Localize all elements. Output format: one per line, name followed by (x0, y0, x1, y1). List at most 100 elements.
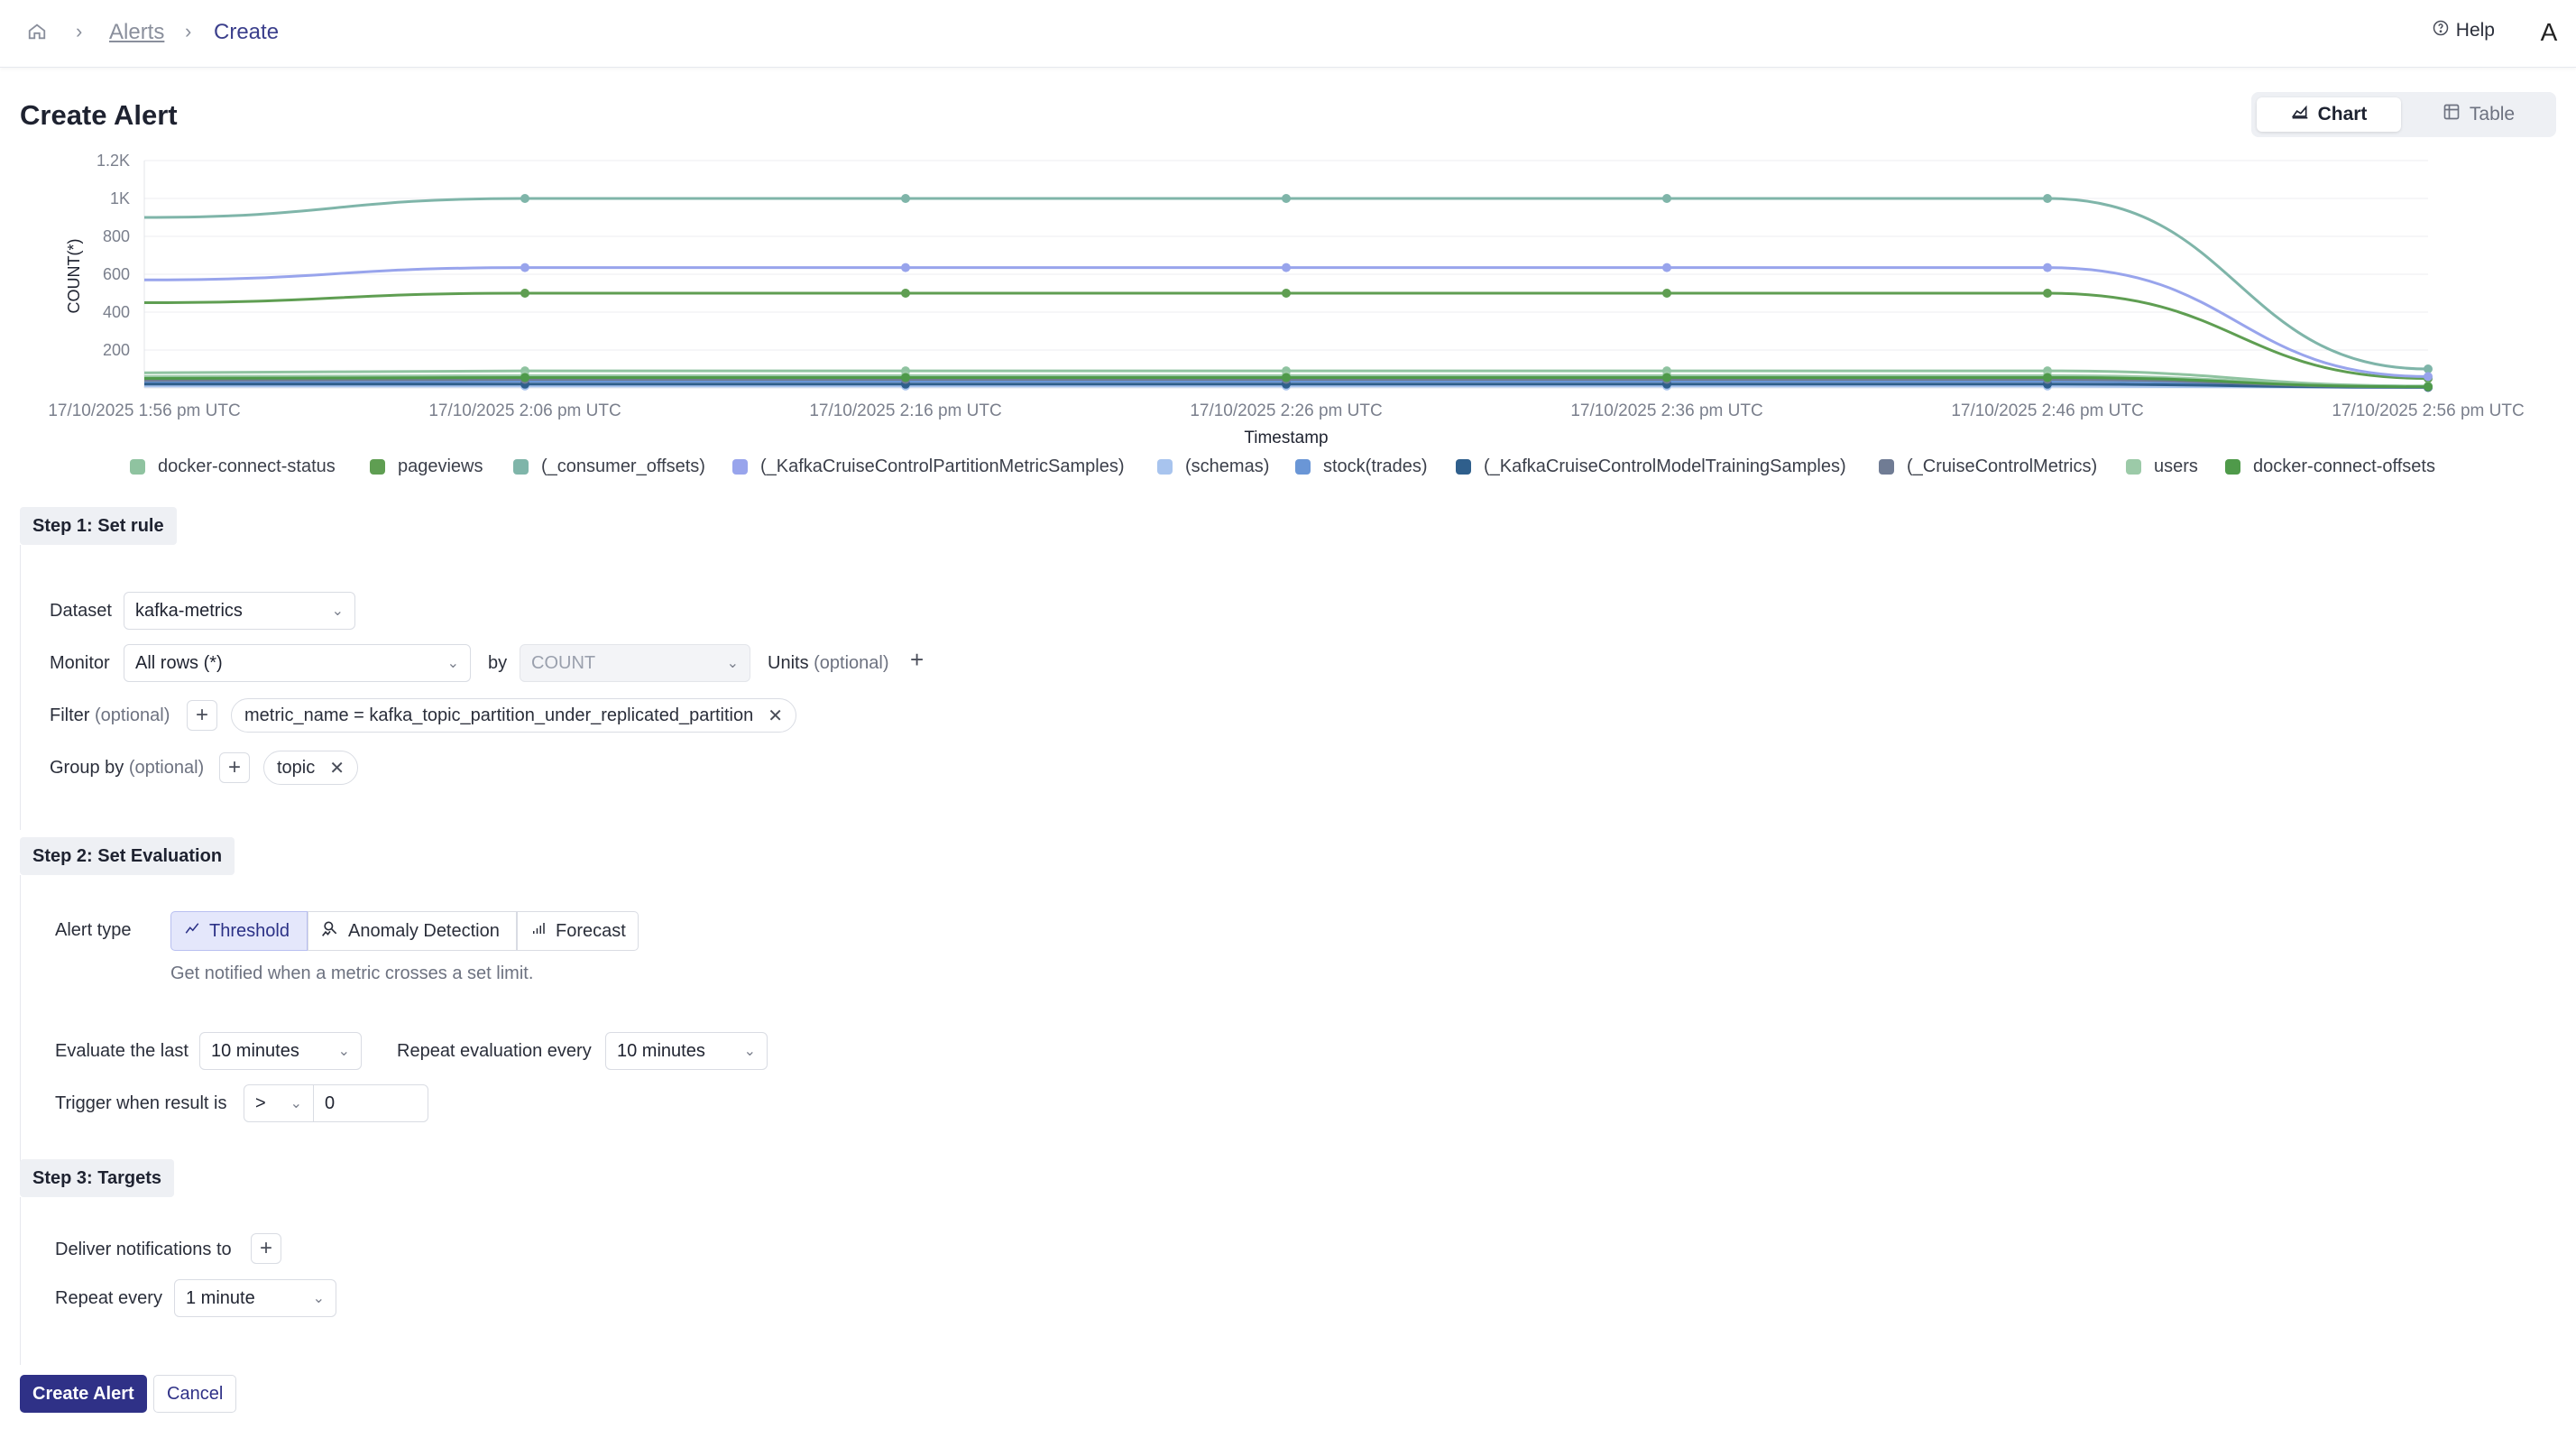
legend-item[interactable]: docker-connect-offsets (2225, 456, 2435, 477)
cancel-button[interactable]: Cancel (153, 1375, 237, 1413)
legend-item[interactable]: docker-connect-status (130, 456, 336, 477)
legend-swatch (732, 459, 748, 475)
data-point (901, 373, 910, 383)
add-filter-button[interactable]: + (187, 700, 217, 731)
legend-item[interactable]: (_KafkaCruiseControlPartitionMetricSampl… (732, 456, 1124, 477)
legend-label: users (2154, 456, 2198, 476)
groupby-chip-text: topic (277, 757, 316, 778)
page-title: Create Alert (20, 99, 178, 131)
table-view-button[interactable]: Table (2406, 97, 2551, 132)
legend-swatch (370, 459, 385, 475)
table-view-label: Table (2469, 104, 2516, 124)
trigger-label: Trigger when result is (55, 1093, 227, 1113)
step1-label: Step 1: Set rule (20, 507, 177, 545)
data-point (2043, 373, 2052, 383)
filter-label-text: Filter (50, 705, 90, 725)
legend-item[interactable]: (_KafkaCruiseControlModelTrainingSamples… (1456, 456, 1846, 477)
help-button[interactable]: Help (2433, 20, 2495, 41)
x-tick-label: 17/10/2025 2:56 pm UTC (2332, 401, 2524, 420)
trend-line-icon (184, 920, 200, 942)
repeat-every-select[interactable]: 1 minute ⌄ (174, 1279, 336, 1317)
series-line (143, 291, 2429, 380)
chart-view-label: Chart (2317, 104, 2368, 124)
legend-item[interactable]: (_consumer_offsets) (513, 456, 705, 477)
units-label-text: Units (768, 653, 809, 673)
data-point (1282, 373, 1291, 383)
data-point (1662, 194, 1671, 203)
x-tick-label: 17/10/2025 1:56 pm UTC (48, 401, 240, 420)
legend-label: docker-connect-status (158, 456, 336, 476)
legend-label: stock(trades) (1323, 456, 1428, 476)
threshold-input[interactable]: 0 (313, 1084, 428, 1122)
chevron-right-icon: › (76, 20, 83, 42)
data-point (2424, 382, 2433, 392)
question-circle-icon (2433, 20, 2449, 41)
chevron-down-icon: ⌄ (331, 604, 344, 619)
filter-optional: (optional) (95, 705, 170, 725)
add-groupby-button[interactable]: + (219, 752, 250, 783)
legend-label: (schemas) (1185, 456, 1270, 476)
breadcrumb-current: Create (214, 20, 280, 44)
legend-swatch (2126, 459, 2141, 475)
close-icon[interactable]: ✕ (329, 758, 345, 779)
dataset-select[interactable]: kafka-metrics ⌄ (124, 592, 355, 630)
repeat-evaluation-select[interactable]: 10 minutes ⌄ (605, 1032, 768, 1070)
close-icon[interactable]: ✕ (768, 705, 783, 726)
alert-type-hint: Get notified when a metric crosses a set… (170, 963, 534, 983)
top-bar: › Alerts › Create Help A (0, 0, 2576, 68)
avatar[interactable]: A (2540, 18, 2558, 46)
step2-rail (20, 875, 21, 1164)
monitor-value: All rows (*) (135, 652, 223, 673)
home-icon[interactable] (27, 22, 47, 46)
legend-label: (_CruiseControlMetrics) (1907, 456, 2098, 476)
add-target-button[interactable]: + (251, 1233, 281, 1264)
evaluate-value: 10 minutes (211, 1040, 299, 1061)
threshold-type-button[interactable]: Threshold (170, 911, 308, 951)
breadcrumb-alerts-link[interactable]: Alerts (109, 20, 165, 44)
repeat-evaluation-label: Repeat evaluation every (397, 1041, 592, 1061)
legend-swatch (513, 459, 529, 475)
data-point (901, 194, 910, 203)
forecast-type-button[interactable]: Forecast (517, 911, 639, 951)
help-label: Help (2455, 20, 2495, 41)
x-axis-ticks: 17/10/2025 1:56 pm UTC 17/10/2025 2:06 pm… (48, 401, 2524, 420)
view-toggle: Chart Table (2251, 92, 2556, 137)
data-point (2043, 194, 2052, 203)
y-tick-label: 400 (103, 303, 130, 321)
data-point (901, 263, 910, 272)
y-tick-label: 1K (110, 189, 130, 207)
chevron-down-icon: ⌄ (446, 656, 459, 671)
aggregate-select[interactable]: COUNT ⌄ (520, 644, 750, 682)
legend-label: (_KafkaCruiseControlModelTrainingSamples… (1484, 456, 1846, 476)
legend-item[interactable]: pageviews (370, 456, 483, 477)
monitor-select[interactable]: All rows (*) ⌄ (124, 644, 471, 682)
anomaly-type-button[interactable]: Anomaly Detection (308, 911, 517, 951)
x-tick-label: 17/10/2025 2:06 pm UTC (428, 401, 621, 420)
chevron-down-icon: ⌄ (337, 1044, 350, 1059)
data-point (1282, 289, 1291, 298)
x-tick-label: 17/10/2025 2:16 pm UTC (809, 401, 1001, 420)
anomaly-type-label: Anomaly Detection (348, 920, 500, 941)
chart-series (143, 194, 2433, 392)
legend-item[interactable]: (_CruiseControlMetrics) (1879, 456, 2097, 477)
data-point (2424, 364, 2433, 373)
add-units-button[interactable]: + (910, 646, 925, 673)
legend-item[interactable]: stock(trades) (1295, 456, 1428, 477)
legend-swatch (1456, 459, 1471, 475)
operator-select[interactable]: > ⌄ (244, 1084, 314, 1122)
y-tick-label: 800 (103, 227, 130, 245)
legend-item[interactable]: users (2126, 456, 2198, 477)
monitor-label: Monitor (50, 653, 110, 673)
y-axis-label: COUNT(*) (65, 239, 83, 314)
bar-chart-icon (530, 920, 547, 942)
evaluate-select[interactable]: 10 minutes ⌄ (199, 1032, 362, 1070)
legend-swatch (1157, 459, 1173, 475)
x-tick-label: 17/10/2025 2:36 pm UTC (1570, 401, 1762, 420)
units-optional: (optional) (814, 653, 889, 673)
chart-view-button[interactable]: Chart (2257, 97, 2401, 132)
anomaly-icon (321, 919, 339, 943)
create-alert-button[interactable]: Create Alert (20, 1375, 147, 1413)
legend-item[interactable]: (schemas) (1157, 456, 1269, 477)
y-tick-label: 200 (103, 341, 130, 359)
